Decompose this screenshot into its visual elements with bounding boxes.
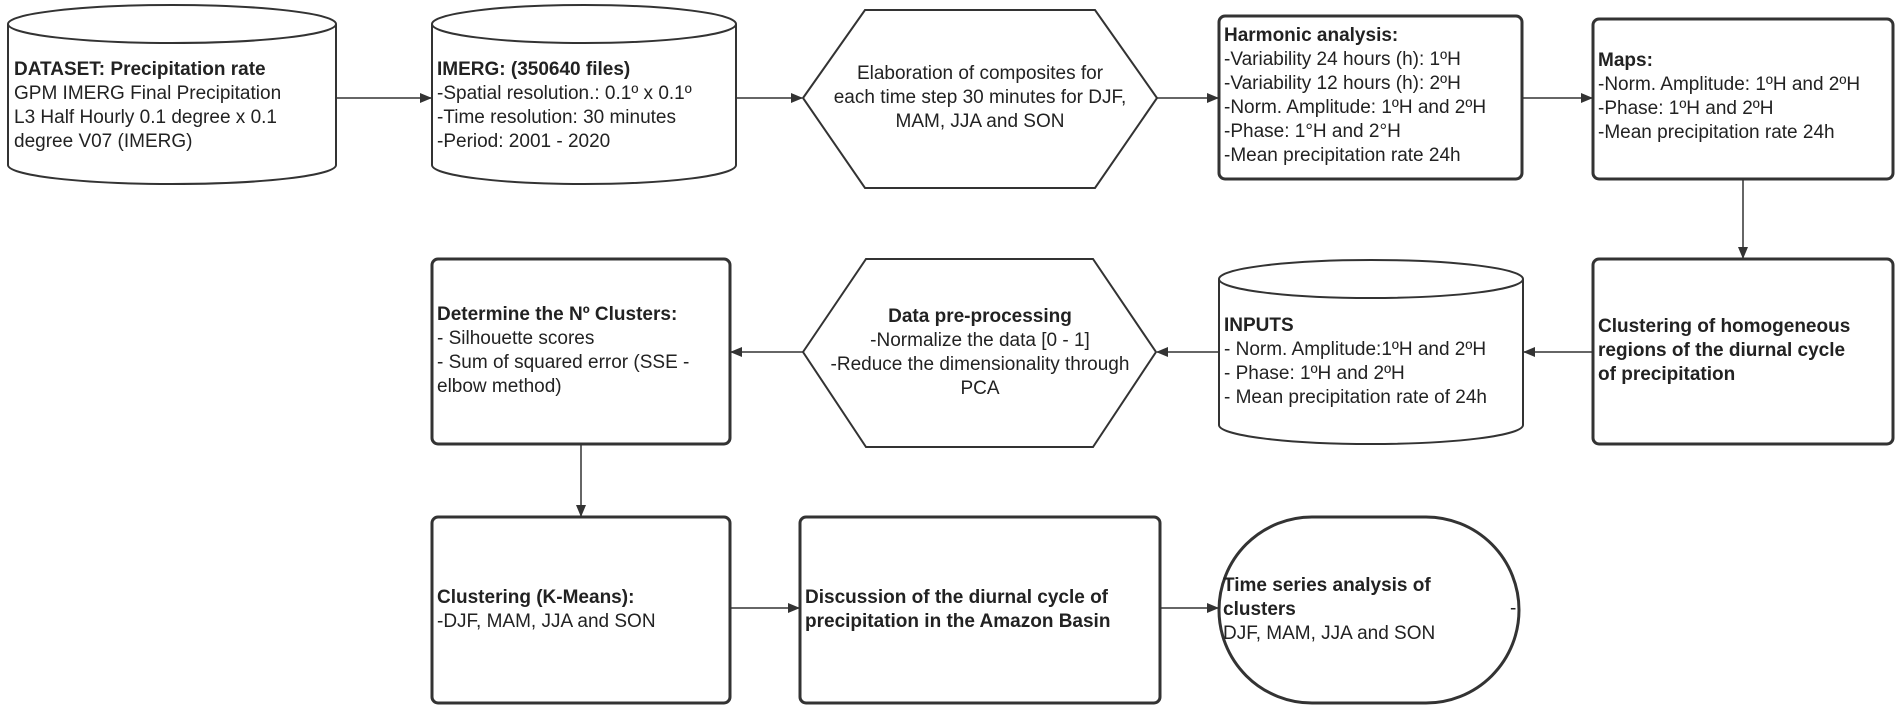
timeseries-dash: - [1510, 598, 1517, 619]
maps-box [1591, 17, 1895, 181]
preprocessing-hexagon [801, 258, 1158, 448]
composites-hexagon [801, 9, 1159, 189]
clustering-regions-box [1591, 257, 1895, 446]
imerg-cylinder [431, 4, 737, 185]
kmeans-box [430, 515, 732, 705]
discussion-box [798, 515, 1162, 705]
harmonic-box [1217, 14, 1524, 181]
inputs-cylinder [1218, 259, 1524, 445]
dataset-cylinder [7, 4, 337, 185]
timeseries-stadium [1217, 515, 1521, 705]
determine-clusters-box [430, 257, 732, 446]
